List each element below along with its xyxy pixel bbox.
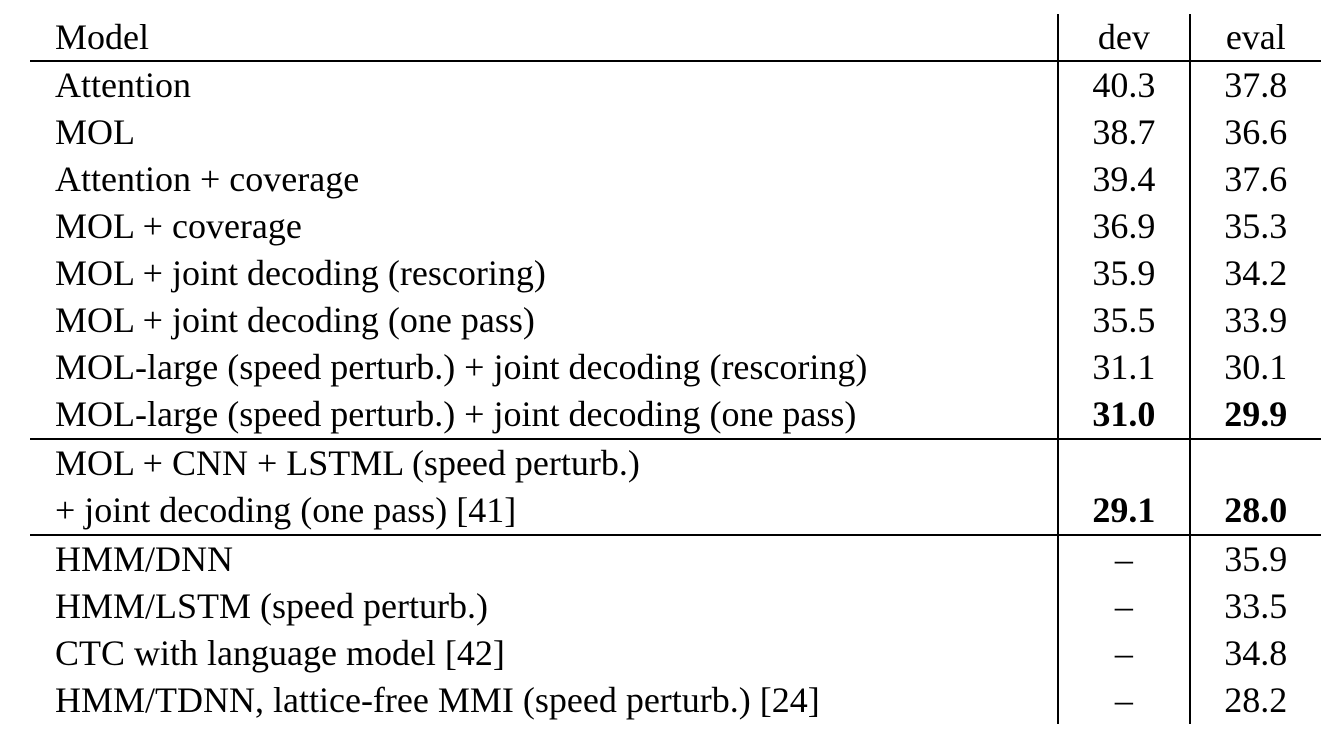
eval-cell: 33.5: [1188, 583, 1321, 630]
dev-cell: 35.5: [1057, 297, 1190, 344]
dev-cell: –: [1057, 534, 1190, 583]
dev-cell: –: [1057, 630, 1190, 677]
table-row: MOL-large (speed perturb.) + joint decod…: [30, 391, 1321, 439]
eval-cell: 37.8: [1188, 60, 1321, 109]
header-dev: dev: [1057, 14, 1190, 61]
model-cell: Attention: [30, 60, 1059, 109]
table-row: Attention 40.3 37.8: [30, 60, 1321, 109]
eval-cell-best: 28.0: [1188, 438, 1321, 535]
table-row: MOL + joint decoding (one pass) 35.5 33.…: [30, 297, 1321, 344]
model-cell: MOL + coverage: [55, 206, 302, 246]
eval-cell: 30.1: [1188, 344, 1321, 391]
eval-cell: 34.8: [1188, 630, 1321, 677]
dev-cell: 35.9: [1057, 250, 1190, 297]
header-eval: eval: [1188, 14, 1321, 61]
dev-cell: 36.9: [1057, 203, 1190, 250]
eval-cell: 36.6: [1188, 109, 1321, 156]
dev-cell: –: [1057, 677, 1190, 724]
dev-cell: 38.7: [1057, 109, 1190, 156]
table-row: HMM/LSTM (speed perturb.) – 33.5: [30, 583, 1321, 630]
model-cell: CTC with language model [42]: [55, 633, 505, 673]
table-row: MOL-large (speed perturb.) + joint decod…: [30, 344, 1321, 391]
model-cell-line-1: MOL + CNN + LSTML (speed perturb.): [55, 443, 640, 483]
dev-cell: 40.3: [1057, 60, 1190, 109]
model-cell: HMM/DNN: [30, 534, 1059, 583]
model-cell-line-2: + joint decoding (one pass) [41]: [55, 490, 517, 530]
model-cell: MOL + joint decoding (rescoring): [55, 253, 546, 293]
dev-cell-best: 31.0: [1057, 391, 1190, 439]
model-cell: HMM/LSTM (speed perturb.): [55, 586, 488, 626]
header-row: Model dev eval: [30, 14, 1321, 61]
table-row: Attention + coverage 39.4 37.6: [30, 156, 1321, 203]
eval-cell: 37.6: [1188, 156, 1321, 203]
eval-cell: 28.2: [1188, 677, 1321, 724]
eval-cell: 34.2: [1188, 250, 1321, 297]
results-table: Model dev eval Attention 40.3 37.8 MOL 3…: [30, 14, 1321, 724]
table-row: HMM/TDNN, lattice-free MMI (speed pertur…: [30, 677, 1321, 724]
eval-cell: 35.9: [1188, 534, 1321, 583]
model-cell: MOL-large (speed perturb.) + joint decod…: [55, 347, 868, 387]
table-row: CTC with language model [42] – 34.8: [30, 630, 1321, 677]
dev-cell: 31.1: [1057, 344, 1190, 391]
eval-cell: 33.9: [1188, 297, 1321, 344]
model-cell: Attention + coverage: [55, 159, 360, 199]
model-cell: MOL + joint decoding (one pass): [55, 300, 535, 340]
header-model: Model: [55, 17, 149, 57]
results-table-container: Model dev eval Attention 40.3 37.8 MOL 3…: [30, 14, 1321, 724]
table-row: MOL + CNN + LSTML (speed perturb.) + joi…: [30, 438, 1321, 535]
dev-cell: 39.4: [1057, 156, 1190, 203]
eval-cell: 35.3: [1188, 203, 1321, 250]
dev-cell: –: [1057, 583, 1190, 630]
model-cell: MOL-large (speed perturb.) + joint decod…: [55, 394, 857, 434]
model-cell: MOL + CNN + LSTML (speed perturb.) + joi…: [30, 438, 1059, 535]
table-row: MOL 38.7 36.6: [30, 109, 1321, 156]
model-cell: MOL: [55, 112, 135, 152]
dev-cell-best: 29.1: [1057, 438, 1190, 535]
table-row: HMM/DNN – 35.9: [30, 534, 1321, 583]
model-cell: HMM/TDNN, lattice-free MMI (speed pertur…: [55, 680, 820, 720]
table-row: MOL + joint decoding (rescoring) 35.9 34…: [30, 250, 1321, 297]
eval-cell-best: 29.9: [1188, 391, 1321, 439]
table-row: MOL + coverage 36.9 35.3: [30, 203, 1321, 250]
